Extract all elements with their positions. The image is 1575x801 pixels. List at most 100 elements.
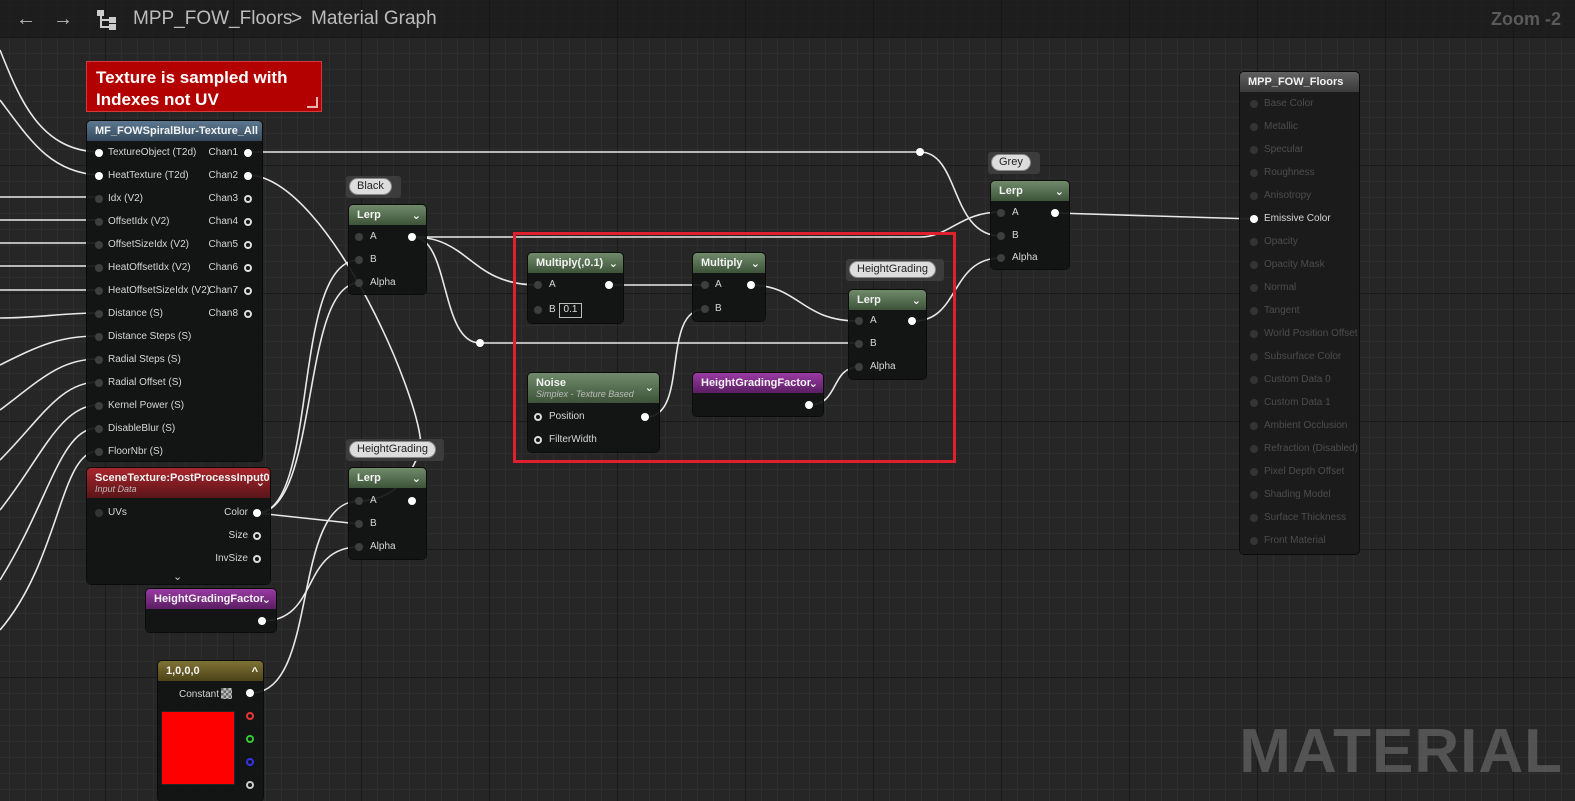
pin-a-icon[interactable]	[855, 317, 863, 325]
pin-input-icon[interactable]	[95, 402, 103, 410]
pin-input-icon[interactable]	[1250, 192, 1258, 200]
node-spiral-blur[interactable]: MF_FOWSpiralBlur-Texture_All TextureObje…	[87, 121, 262, 461]
chevron-down-icon[interactable]: ⌄	[608, 258, 618, 270]
pin-input-icon[interactable]	[95, 218, 103, 226]
pin-g-icon[interactable]	[246, 735, 254, 743]
chevron-down-icon[interactable]: ⌄	[808, 378, 818, 390]
pin-input-icon[interactable]	[1250, 123, 1258, 131]
pin-output-icon[interactable]	[408, 233, 416, 241]
pin-input-icon[interactable]	[1250, 169, 1258, 177]
pin-output-icon[interactable]	[258, 617, 266, 625]
pin-input-icon[interactable]	[1250, 468, 1258, 476]
node-tag-heightgrading[interactable]: HeightGrading	[349, 441, 436, 458]
pin-alpha-icon[interactable]	[855, 363, 863, 371]
pin-filterwidth-icon[interactable]	[534, 436, 542, 444]
expand-chevron-icon[interactable]: ⌄	[173, 571, 183, 583]
pin-output-icon[interactable]	[244, 218, 252, 226]
chevron-down-icon[interactable]: ⌄	[255, 477, 265, 489]
pin-input-icon[interactable]	[95, 333, 103, 341]
chevron-down-icon[interactable]: ⌄	[411, 473, 421, 485]
pin-input-icon[interactable]	[1250, 284, 1258, 292]
pin-output-icon[interactable]	[641, 413, 649, 421]
node-multiply-0-1[interactable]: Multiply(,0.1)⌄ A B 0.1	[528, 253, 623, 323]
pin-input-icon[interactable]	[1250, 353, 1258, 361]
pin-input-icon[interactable]	[1250, 491, 1258, 499]
pin-a-icon[interactable]	[246, 781, 254, 789]
pin-b-icon[interactable]	[997, 232, 1005, 240]
pin-input-icon[interactable]	[95, 425, 103, 433]
pin-output-icon[interactable]	[605, 281, 613, 289]
pin-input-icon[interactable]	[1250, 422, 1258, 430]
pin-b-icon[interactable]	[855, 340, 863, 348]
resize-grip-icon[interactable]	[307, 97, 318, 108]
pin-input-icon[interactable]	[95, 356, 103, 364]
pin-output-icon[interactable]	[244, 149, 252, 157]
pin-invsize-icon[interactable]	[253, 555, 261, 563]
node-lerp-heightgrading-1[interactable]: Lerp⌄ A B Alpha	[349, 468, 426, 559]
pin-input-icon[interactable]	[95, 448, 103, 456]
pin-b-icon[interactable]	[701, 305, 709, 313]
chevron-down-icon[interactable]: ⌄	[750, 258, 760, 270]
pin-input-icon[interactable]	[1250, 261, 1258, 269]
pin-input-icon[interactable]	[95, 195, 103, 203]
pin-b-icon[interactable]	[246, 758, 254, 766]
node-constant[interactable]: 1,0,0,0^ Constant	[158, 661, 263, 801]
chevron-up-icon[interactable]: ^	[251, 666, 258, 678]
pin-alpha-icon[interactable]	[355, 279, 363, 287]
arrow-left-icon[interactable]: ←	[16, 8, 36, 30]
pin-b-icon[interactable]	[355, 256, 363, 264]
breadcrumb-page[interactable]: Material Graph	[311, 8, 437, 29]
node-height-grading-factor-1[interactable]: HeightGradingFactor⌄	[146, 589, 276, 632]
pin-output-icon[interactable]	[1051, 209, 1059, 217]
pin-output-icon[interactable]	[244, 195, 252, 203]
pin-b-icon[interactable]	[355, 520, 363, 528]
pin-input-icon[interactable]	[1250, 307, 1258, 315]
pin-output-icon[interactable]	[244, 310, 252, 318]
pin-output-icon[interactable]	[408, 497, 416, 505]
pin-a-icon[interactable]	[997, 209, 1005, 217]
pin-output-icon[interactable]	[908, 317, 916, 325]
node-lerp-grey[interactable]: Lerp⌄ A B Alpha	[991, 181, 1069, 269]
pin-input-icon[interactable]	[1250, 399, 1258, 407]
arrow-right-icon[interactable]: →	[53, 8, 73, 30]
pin-output-icon[interactable]	[244, 287, 252, 295]
pin-a-icon[interactable]	[534, 281, 542, 289]
pin-alpha-icon[interactable]	[997, 254, 1005, 262]
pin-r-icon[interactable]	[246, 712, 254, 720]
pin-input-icon[interactable]	[95, 172, 103, 180]
pin-input-icon[interactable]	[1250, 238, 1258, 246]
pin-color-icon[interactable]	[253, 509, 261, 517]
pin-input-icon[interactable]	[1250, 445, 1258, 453]
pin-input-icon[interactable]	[1250, 330, 1258, 338]
comment-box[interactable]: Texture is sampled with Indexes not UV	[86, 61, 322, 112]
pin-input-icon[interactable]	[95, 310, 103, 318]
chevron-down-icon[interactable]: ⌄	[911, 295, 921, 307]
node-tag-black[interactable]: Black	[349, 178, 392, 195]
pin-input-icon[interactable]	[95, 287, 103, 295]
chevron-down-icon[interactable]: ⌄	[261, 594, 271, 606]
pin-input-icon[interactable]	[95, 264, 103, 272]
pin-input-icon[interactable]	[1250, 215, 1258, 223]
node-height-grading-factor-2[interactable]: HeightGradingFactor⌄	[693, 373, 823, 416]
chevron-down-icon[interactable]: ⌄	[1054, 186, 1064, 198]
pin-a-icon[interactable]	[355, 233, 363, 241]
node-lerp-black[interactable]: Lerp⌄ A B Alpha	[349, 205, 426, 294]
pin-a-icon[interactable]	[701, 281, 709, 289]
pin-a-icon[interactable]	[355, 497, 363, 505]
pin-input-icon[interactable]	[95, 149, 103, 157]
pin-input-icon[interactable]	[1250, 514, 1258, 522]
b-value-field[interactable]: 0.1	[559, 303, 582, 318]
node-tag-grey[interactable]: Grey	[991, 154, 1031, 171]
pin-output-icon[interactable]	[244, 264, 252, 272]
pin-input-icon[interactable]	[95, 241, 103, 249]
pin-input-icon[interactable]	[1250, 100, 1258, 108]
pin-input-icon[interactable]	[1250, 376, 1258, 384]
pin-b-icon[interactable]	[534, 306, 542, 314]
node-tag-heightgrading[interactable]: HeightGrading	[849, 261, 936, 278]
chevron-down-icon[interactable]: ⌄	[411, 210, 421, 222]
pin-input-icon[interactable]	[1250, 537, 1258, 545]
